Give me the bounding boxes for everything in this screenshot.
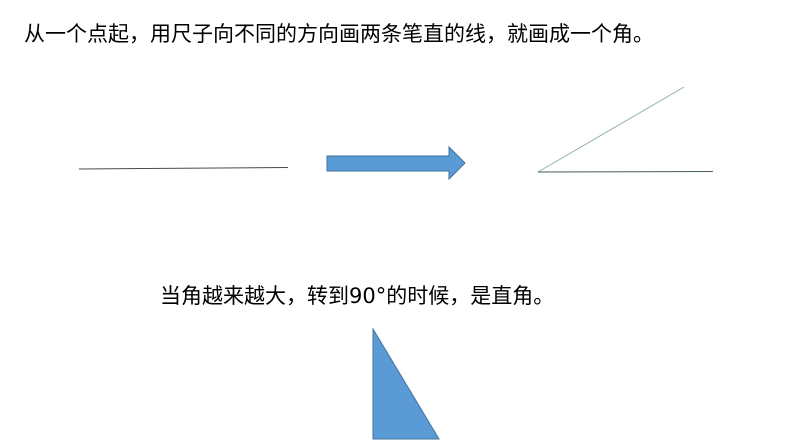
angle-upper-ray <box>537 86 685 173</box>
intro-text-line: 从一个点起，用尺子向不同的方向画两条笔直的线，就画成一个角。 <box>24 22 654 46</box>
angle-lower-ray <box>537 171 714 173</box>
angle-figure <box>537 86 714 173</box>
right-arrow-icon <box>326 145 466 181</box>
right-angle-text-line: 当角越来越大，转到90°的时候，是直角。 <box>160 284 555 308</box>
straight-line <box>78 167 289 170</box>
right-triangle <box>372 327 440 440</box>
